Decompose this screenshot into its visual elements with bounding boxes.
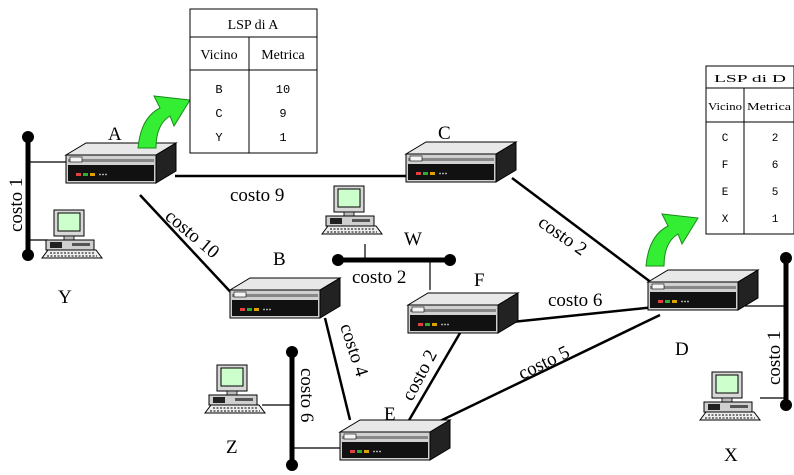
network-label-y: costo 1 — [6, 178, 27, 232]
lsp-a-title: LSP di A — [228, 18, 280, 33]
lsp-table-a: LSP di A Vicino Metrica B 10 C 9 Y 1 — [189, 8, 318, 154]
link-c-d — [511, 177, 653, 284]
lsp-a-metric: 1 — [279, 131, 286, 145]
network-x — [745, 252, 792, 411]
lsp-a-neighbor: Y — [215, 131, 222, 145]
router-label-a: A — [108, 124, 122, 145]
lsp-d-neighbor: E — [722, 187, 729, 199]
lsp-a-col-neighbor: Vicino — [200, 48, 237, 63]
link-label-c-d: costo 2 — [534, 212, 591, 260]
link-label-a-c: costo 9 — [230, 185, 284, 206]
router-label-e: E — [384, 404, 396, 425]
lsp-d-metric: 5 — [772, 187, 779, 199]
router-f — [407, 292, 519, 334]
link-e-d — [437, 313, 661, 424]
network-label-w: costo 2 — [352, 267, 406, 288]
lsp-d-col-metric: Metrica — [747, 101, 791, 113]
network-w — [332, 244, 456, 290]
router-e — [339, 419, 451, 461]
router-d — [647, 269, 759, 311]
lsp-d-metric: 1 — [772, 214, 779, 226]
host-label-w: W — [404, 229, 422, 250]
lsp-a-col-metric: Metrica — [261, 48, 305, 63]
lsp-d-neighbor: X — [722, 214, 729, 226]
host-x — [699, 371, 761, 421]
router-b — [229, 277, 341, 319]
host-label-y: Y — [58, 287, 72, 308]
link-label-b-e: costo 4 — [335, 321, 372, 380]
lsp-a-metric: 10 — [276, 83, 290, 97]
router-label-b: B — [273, 249, 286, 270]
network-label-z: costo 6 — [296, 368, 317, 422]
host-w — [321, 185, 383, 235]
router-label-c: C — [438, 123, 451, 144]
lsp-a-neighbor: C — [215, 107, 222, 121]
lsp-d-title: LSP di D — [714, 73, 786, 85]
link-b-e — [323, 317, 352, 421]
lsp-a-neighbor: B — [215, 83, 222, 97]
lsp-a-metric: 9 — [279, 107, 286, 121]
router-a — [65, 142, 177, 184]
network-label-x: costo 1 — [764, 331, 785, 385]
link-label-a-b: costo 10 — [161, 206, 223, 263]
network-z — [262, 346, 342, 471]
router-c — [405, 141, 517, 183]
lsp-d-neighbor: C — [722, 133, 729, 145]
router-label-f: F — [474, 270, 485, 291]
lsp-d-neighbor: F — [722, 160, 729, 172]
host-z — [204, 364, 266, 414]
link-e-f — [406, 332, 462, 423]
link-a-b — [139, 194, 239, 301]
lsp-d-metric: 6 — [772, 160, 779, 172]
arrow-up-icon — [137, 95, 191, 149]
link-label-f-d: costo 6 — [548, 290, 602, 311]
host-y — [41, 209, 103, 259]
link-f-d — [511, 305, 656, 324]
lsp-d-metric: 2 — [772, 133, 779, 145]
host-label-z: Z — [226, 437, 238, 458]
router-label-d: D — [675, 339, 689, 360]
host-label-x: X — [724, 445, 738, 466]
lsp-d-col-neighbor: Vicino — [708, 101, 743, 113]
network-y — [22, 131, 68, 261]
link-label-e-d: costo 5 — [515, 342, 573, 385]
lsp-table-d: LSP di D Vicino Metrica C 2 F 6 E 5 X 1 — [705, 65, 794, 235]
arrow-up-icon — [645, 213, 699, 267]
